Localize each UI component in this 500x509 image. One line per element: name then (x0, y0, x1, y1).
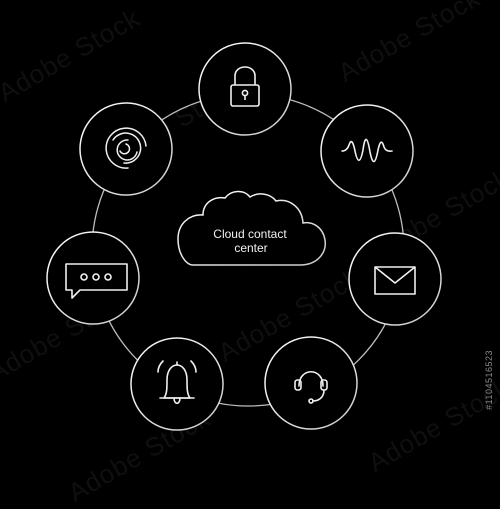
node-email (348, 232, 442, 326)
stock-id: #1104516523 (484, 350, 494, 410)
node-support (264, 336, 358, 430)
sound-wave-icon (341, 138, 393, 163)
headset-icon (294, 370, 328, 404)
concentric-rings-icon (105, 127, 147, 169)
node-waveform (320, 104, 414, 198)
lock-icon (230, 66, 260, 107)
chat-bubble-icon (65, 263, 128, 299)
center-label-line1: Cloud contact (213, 227, 287, 241)
center-label-line2: center (234, 241, 267, 255)
node-chat (46, 231, 140, 325)
center-cloud: Cloud contact center (177, 190, 326, 266)
bell-icon (157, 360, 197, 405)
cloud-icon (177, 190, 326, 266)
node-target (79, 102, 173, 196)
node-lock (198, 42, 292, 136)
node-notification (130, 337, 224, 431)
envelope-icon (374, 266, 416, 295)
